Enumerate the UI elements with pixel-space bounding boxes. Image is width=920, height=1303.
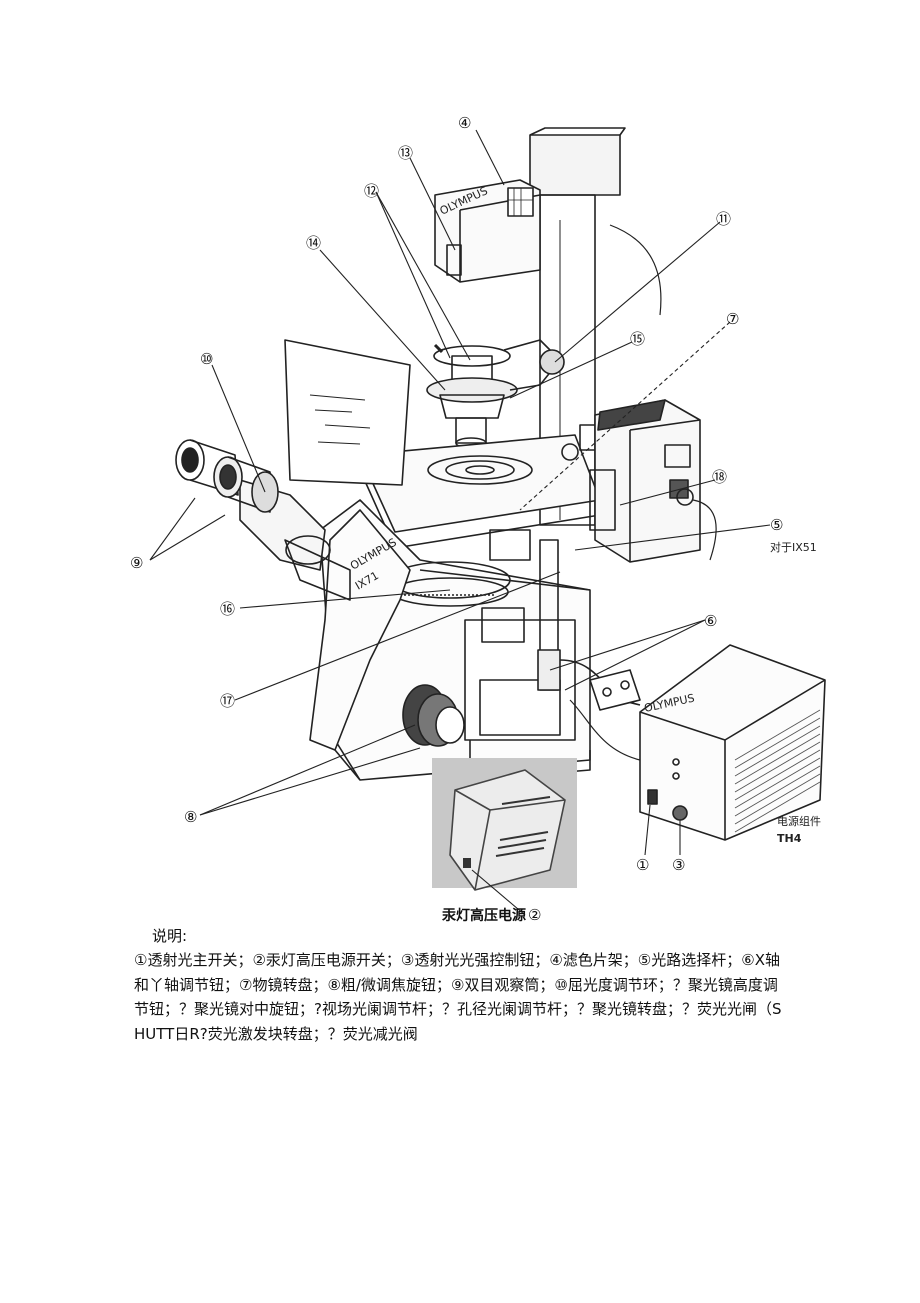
callout-6: ⑥ bbox=[704, 612, 717, 630]
power-unit-model: TH4 bbox=[777, 832, 802, 845]
callout-18: ⑱ bbox=[712, 468, 727, 486]
eyepieces bbox=[175, 439, 279, 513]
power-unit-th4 bbox=[569, 644, 826, 841]
callout-17: ⑰ bbox=[220, 692, 235, 710]
callout-9: ⑨ bbox=[130, 554, 143, 572]
callout-1: ① bbox=[636, 856, 649, 874]
callout-14: ⑭ bbox=[306, 234, 321, 252]
callout-2: ② bbox=[528, 906, 541, 924]
microscope-diagram: ④ ⑬ ⑫ ⑭ ⑪ ⑦ ⑮ ⑩ ⑱ ⑨ ⑤ 对于IX51 ⑯ ⑥ ⑰ ⑧ ① ③… bbox=[130, 114, 826, 924]
mercury-power-supply-photo bbox=[432, 758, 577, 891]
callout-8: ⑧ bbox=[184, 808, 197, 826]
callout-16: ⑯ bbox=[220, 600, 235, 618]
shield-lines bbox=[309, 394, 371, 445]
fluorescence-lamp-housing bbox=[589, 399, 717, 563]
leader-lines bbox=[149, 129, 771, 916]
power-unit-label: 电源组件 bbox=[777, 814, 821, 828]
callout-12: ⑫ bbox=[364, 182, 379, 200]
explanation-label: 说明: bbox=[152, 927, 188, 945]
body-left-arm bbox=[309, 509, 411, 751]
callout-4: ④ bbox=[458, 114, 471, 132]
callout-13: ⑬ bbox=[398, 144, 413, 162]
photo-caption: 汞灯高压电源 bbox=[441, 907, 526, 924]
callout-11: ⑪ bbox=[716, 210, 731, 228]
callout-3: ③ bbox=[672, 856, 685, 874]
callout-10: ⑩ bbox=[200, 350, 213, 368]
ix51-note: 对于IX51 bbox=[770, 540, 817, 554]
callout-7: ⑦ bbox=[726, 310, 739, 328]
lamp-house bbox=[434, 179, 541, 283]
callout-5: ⑤ bbox=[770, 516, 783, 534]
callout-15: ⑮ bbox=[630, 330, 645, 348]
explanation-text: ①透射光主开关；②汞灯高压电源开关；③透射光光强控制钮；④滤色片架；⑤光路选择杆… bbox=[134, 951, 782, 1043]
protective-shield bbox=[284, 339, 411, 486]
focus-knob bbox=[402, 684, 465, 747]
condenser-assembly bbox=[426, 339, 565, 449]
